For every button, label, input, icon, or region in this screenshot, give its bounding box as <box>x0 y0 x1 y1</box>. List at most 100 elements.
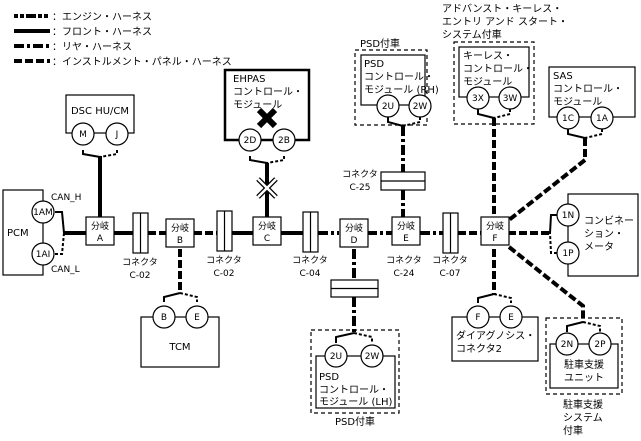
svg-text:1A: 1A <box>596 114 609 124</box>
keyless-module: アドバンスト・キーレス・ エントリ アンド スタート・ システム付車 キーレス・… <box>442 3 568 125</box>
psd-lh-pin-2w <box>360 344 384 368</box>
svg-text:M: M <box>79 130 87 140</box>
svg-text:C-07: C-07 <box>440 269 461 279</box>
connector-c02-b: コネクタ C-02 <box>206 210 242 279</box>
svg-text:3W: 3W <box>503 94 518 104</box>
svg-text:2P: 2P <box>594 340 606 350</box>
svg-text:モジュール: モジュール <box>463 77 512 88</box>
dsc-label: DSC HU/CM <box>71 106 129 117</box>
svg-text:2D: 2D <box>244 136 257 146</box>
svg-text:E: E <box>508 313 514 323</box>
svg-text:PSD: PSD <box>319 372 339 383</box>
meter-pin-1p <box>556 241 580 265</box>
can-l-label: CAN_L <box>51 265 80 275</box>
legend: ：エンジン・ハーネス ：フロント・ハーネス ：リヤ・ハーネス ：インストルメント… <box>14 11 232 68</box>
diagnosis-connector-module: F E ダイアグノシス・ コネクタ2 <box>451 293 539 362</box>
pcm-label: PCM <box>7 228 29 239</box>
svg-text:アドバンスト・キーレス・: アドバンスト・キーレス・ <box>442 3 562 15</box>
svg-text:キーレス・: キーレス・ <box>463 51 513 62</box>
svg-text:C-25: C-25 <box>350 183 371 193</box>
svg-text:E: E <box>403 234 409 244</box>
tcm-label: TCM <box>168 342 190 353</box>
svg-text:B: B <box>161 313 167 323</box>
sas-pin-1c <box>556 106 580 130</box>
svg-text:ダイアグノシス・: ダイアグノシス・ <box>456 329 535 342</box>
combination-meter-module: 1N 1P コンビネー ション・ メータ <box>549 193 639 277</box>
svg-text:コンビネー: コンビネー <box>584 215 634 227</box>
fault-x-icon <box>256 107 278 129</box>
svg-text:分岐: 分岐 <box>171 222 189 234</box>
branch-f: 分岐 F <box>480 216 510 246</box>
svg-text:分岐: 分岐 <box>258 220 276 232</box>
legend-instrument-label: ：インストルメント・パネル・ハーネス <box>52 56 232 68</box>
sas-module: SAS コントロール・ モジュール 1C 1A <box>548 66 636 139</box>
svg-text:2U: 2U <box>382 102 394 112</box>
svg-text:モジュール (LH): モジュール (LH) <box>319 397 392 408</box>
svg-text:C-02: C-02 <box>130 271 151 281</box>
pcm-pin-1ai-label: 1AI <box>36 250 51 260</box>
legend-engine-label: ：エンジン・ハーネス <box>52 11 152 23</box>
svg-text:分岐: 分岐 <box>397 220 415 232</box>
svg-text:C: C <box>264 234 270 244</box>
sas-pin-1a <box>590 106 614 130</box>
dlc-pin-f <box>466 305 490 329</box>
ehpas-pin-2d <box>238 128 262 152</box>
psd-lh-pin-2u <box>324 344 348 368</box>
svg-text:2U: 2U <box>330 352 342 362</box>
svg-text:コネクタ2: コネクタ2 <box>456 343 502 355</box>
svg-text:F: F <box>475 313 480 323</box>
pcm-pin-1am <box>31 200 55 224</box>
svg-text:2B: 2B <box>278 136 290 146</box>
legend-rear-label: ：リヤ・ハーネス <box>52 41 132 53</box>
svg-text:コネクタ: コネクタ <box>342 169 378 180</box>
ehpas-module: EHPAS コントロール・ モジュール 2D 2B <box>223 68 311 217</box>
svg-text:ション・: ション・ <box>584 229 624 240</box>
svg-text:PSD: PSD <box>364 59 384 70</box>
keyless-pin-3x <box>466 86 490 110</box>
svg-text:J: J <box>115 130 119 140</box>
connector-c07: コネクタ C-07 <box>432 212 468 279</box>
pcm-pin-1ai <box>31 242 55 266</box>
dsc-pin-m <box>71 122 95 146</box>
svg-text:駐車支援: 駐車支援 <box>563 398 603 411</box>
svg-text:分岐: 分岐 <box>486 220 504 232</box>
svg-text:コントロール・: コントロール・ <box>233 87 303 98</box>
svg-text:E: E <box>194 313 200 323</box>
dsc-pin-j <box>105 122 129 146</box>
svg-text:コネクタ: コネクタ <box>122 257 158 268</box>
psd-rh-pin-2u <box>376 94 400 118</box>
parking-assist-module: 2N 2P 駐車支援 ユニット 駐車支援 システム 付車 <box>545 317 623 437</box>
svg-text:2N: 2N <box>561 340 573 350</box>
svg-text:付車: 付車 <box>563 424 583 437</box>
connector-c02-a: コネクタ C-02 <box>122 212 158 281</box>
svg-text:コントロール・: コントロール・ <box>553 84 623 95</box>
svg-text:コネクタ: コネクタ <box>386 255 422 266</box>
svg-text:分岐: 分岐 <box>345 222 363 234</box>
svg-text:2W: 2W <box>413 102 428 112</box>
svg-text:コントロール・: コントロール・ <box>364 72 434 83</box>
svg-text:PSD付車: PSD付車 <box>360 37 400 50</box>
svg-text:SAS: SAS <box>553 71 573 82</box>
can-l-wire <box>55 232 65 255</box>
branch-b: 分岐 B <box>165 218 195 248</box>
svg-text:ユニット: ユニット <box>564 373 604 384</box>
svg-text:エントリ アンド スタート・: エントリ アンド スタート・ <box>442 16 568 28</box>
svg-text:D: D <box>351 236 358 246</box>
svg-text:コントロール・: コントロール・ <box>319 385 389 396</box>
tcm-module: B E TCM <box>140 292 220 368</box>
ehpas-pin-2b <box>272 128 296 152</box>
branch-e: 分岐 E <box>391 216 421 246</box>
svg-text:システム付車: システム付車 <box>442 28 502 41</box>
pcm-pin-1am-label: 1AM <box>33 208 53 218</box>
connector-c04: コネクタ C-04 <box>292 211 328 279</box>
svg-text:モジュール: モジュール <box>553 97 602 108</box>
svg-text:コネクタ: コネクタ <box>206 255 242 266</box>
svg-text:1N: 1N <box>562 211 574 221</box>
svg-text:コネクタ: コネクタ <box>292 255 328 266</box>
tcm-pin-e <box>185 305 209 329</box>
psd-rh-pin-2w <box>408 94 432 118</box>
svg-text:PSD付車: PSD付車 <box>335 415 375 428</box>
svg-text:2W: 2W <box>365 352 380 362</box>
tcm-pin-b <box>152 305 176 329</box>
